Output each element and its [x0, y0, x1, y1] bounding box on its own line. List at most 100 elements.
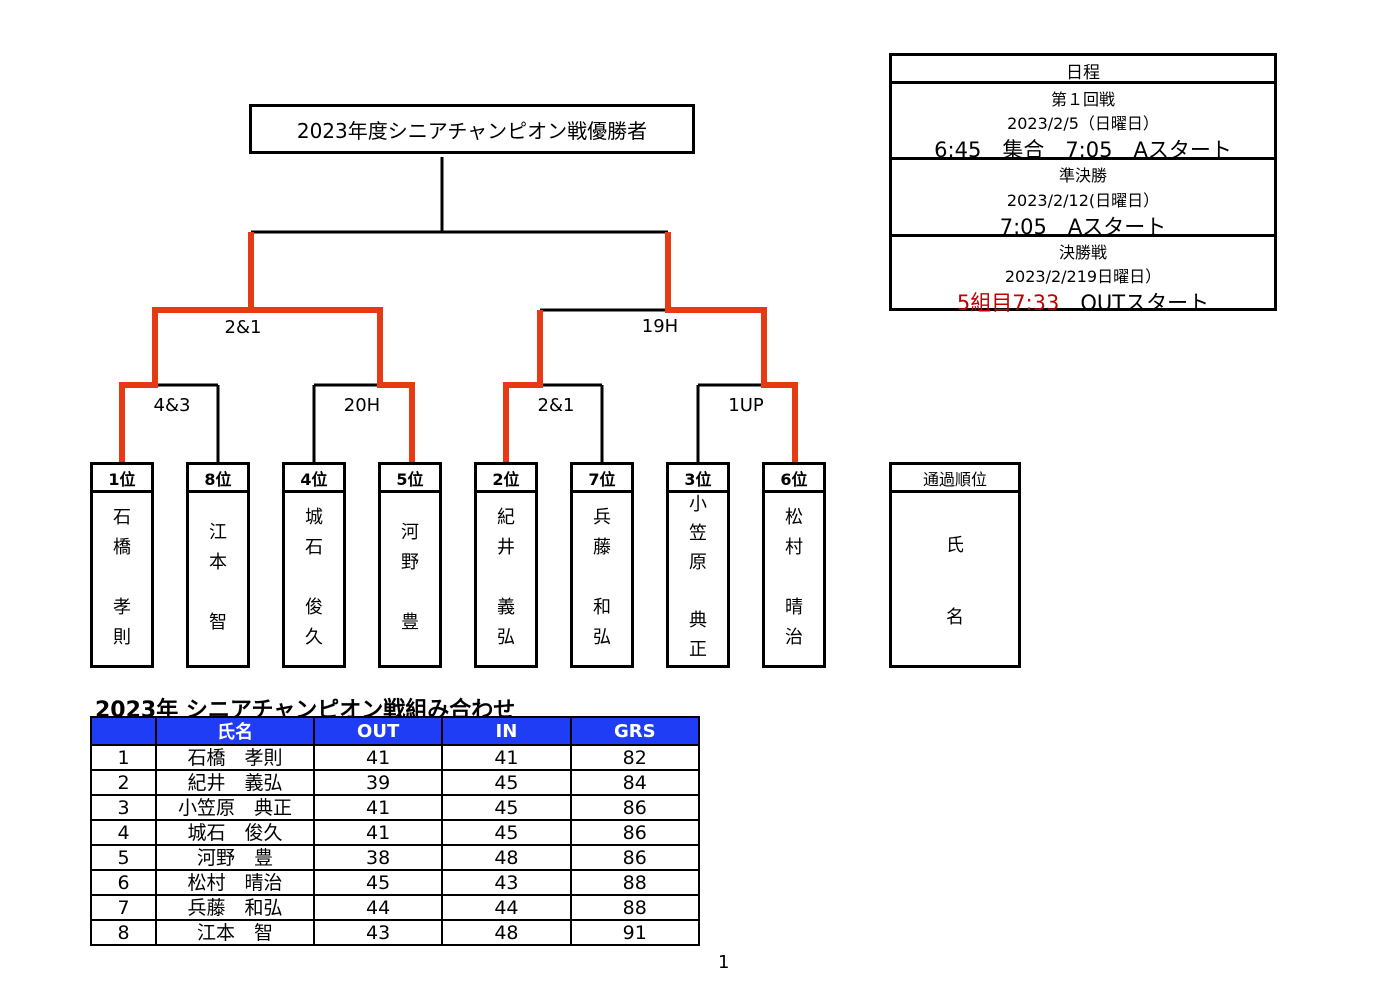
- table-cell: 8: [89, 919, 158, 946]
- table-cell: 5: [89, 844, 158, 871]
- player-seed: 7位: [573, 465, 631, 493]
- semi-title: 準決勝: [1058, 166, 1107, 185]
- player-name-char: 和: [593, 596, 611, 618]
- table-cell: 41: [312, 819, 444, 846]
- final-time-highlight: 5組目7:33: [956, 291, 1060, 315]
- schedule-divider: [892, 81, 1274, 84]
- player-name: 河野豊: [381, 465, 439, 665]
- semi-date: 2023/2/12(日曜日）: [1006, 191, 1160, 210]
- score-semi-right: 19H: [641, 316, 679, 337]
- table-cell: 兵藤 和弘: [155, 894, 315, 921]
- round1-title: 第１回戦: [1050, 90, 1115, 109]
- table-cell: 41: [312, 744, 444, 771]
- table-cell: 48: [441, 919, 572, 946]
- player-seed: 5位: [381, 465, 439, 493]
- player-name-char: 智: [209, 611, 227, 633]
- table-cell: 45: [441, 769, 572, 796]
- player-name-char: 松: [785, 506, 803, 528]
- player-name-char: 義: [497, 596, 515, 618]
- player-name: 城石俊久: [285, 465, 343, 665]
- round1-date: 2023/2/5（日曜日）: [1007, 114, 1159, 133]
- table-cell: 44: [441, 894, 572, 921]
- player-box: 3位小笠原典正: [666, 462, 730, 668]
- player-name-char: 則: [113, 626, 131, 648]
- table-header-row: 氏名 OUT IN GRS: [89, 716, 700, 746]
- table-cell: 88: [569, 869, 700, 896]
- score-q2: 20H: [343, 395, 381, 416]
- table-cell: 38: [312, 844, 444, 871]
- table-cell: 紀井 義弘: [155, 769, 315, 796]
- table-cell: 45: [441, 819, 572, 846]
- table-cell: 44: [312, 894, 444, 921]
- player-name-char: 小: [689, 494, 707, 515]
- player-name-char: 笠: [689, 523, 707, 544]
- table-cell: 45: [312, 869, 444, 896]
- player-name-char: 河: [401, 521, 419, 543]
- player-name-char: 原: [689, 552, 707, 573]
- player-box: 1位石橋孝則: [90, 462, 154, 668]
- player-box: 2位紀井義弘: [474, 462, 538, 668]
- qualify-box: 通過順位 氏 名: [889, 462, 1021, 668]
- player-name-char: 村: [785, 536, 803, 558]
- table-cell: 82: [569, 744, 700, 771]
- table-cell: 小笠原 典正: [155, 794, 315, 821]
- table-cell: 1: [89, 744, 158, 771]
- player-name-char: 城: [305, 506, 323, 528]
- table-cell: 91: [569, 919, 700, 946]
- player-name-char: 井: [497, 536, 515, 558]
- player-name-char: 橋: [113, 536, 131, 558]
- table-cell: 45: [441, 794, 572, 821]
- table-cell: 41: [441, 744, 572, 771]
- player-box: 4位城石俊久: [282, 462, 346, 668]
- table-cell: 88: [569, 894, 700, 921]
- player-name-char: 野: [401, 551, 419, 573]
- player-seed: 3位: [669, 465, 727, 493]
- player-name: 小笠原典正: [669, 465, 727, 665]
- player-name-char: 石: [305, 536, 323, 558]
- column-header: OUT: [312, 716, 444, 746]
- player-name-char: 久: [305, 626, 323, 648]
- player-name-char: 晴: [785, 596, 803, 618]
- score-q4: 1UP: [728, 395, 764, 416]
- table-cell: 石橋 孝則: [155, 744, 315, 771]
- column-header: 氏名: [155, 716, 315, 746]
- player-name-char: 典: [689, 610, 707, 631]
- schedule-header: 日程: [1066, 63, 1100, 83]
- page-number: 1: [718, 952, 730, 973]
- score-q1: 4&3: [153, 395, 191, 416]
- table-cell: 6: [89, 869, 158, 896]
- player-name-char: 弘: [593, 626, 611, 648]
- schedule-divider: [892, 234, 1274, 237]
- player-name: 紀井義弘: [477, 465, 535, 665]
- player-name-char: 俊: [305, 596, 323, 618]
- player-name-char: 藤: [593, 536, 611, 558]
- score-semi-left: 2&1: [224, 317, 262, 338]
- player-seed: 6位: [765, 465, 823, 493]
- player-box: 8位江本智: [186, 462, 250, 668]
- table-cell: 4: [89, 819, 158, 846]
- qualify-name-char: 名: [946, 607, 964, 628]
- table-cell: 39: [312, 769, 444, 796]
- table-cell: 河野 豊: [155, 844, 315, 871]
- player-name: 石橋孝則: [93, 465, 151, 665]
- table-cell: 41: [312, 794, 444, 821]
- player-name-char: 孝: [113, 596, 131, 618]
- player-name-char: 兵: [593, 506, 611, 528]
- table-cell: 43: [441, 869, 572, 896]
- player-seed: 1位: [93, 465, 151, 493]
- final-date: 2023/2/219日曜日）: [1004, 267, 1162, 286]
- final-time: 5組目7:33 OUTスタート: [892, 287, 1274, 317]
- final-time-rest: OUTスタート: [1059, 291, 1210, 315]
- column-header: IN: [441, 716, 572, 746]
- player-seed: 4位: [285, 465, 343, 493]
- champion-box: 2023年度シニアチャンピオン戦優勝者: [249, 104, 695, 154]
- player-box: 5位河野豊: [378, 462, 442, 668]
- player-name: 松村晴治: [765, 465, 823, 665]
